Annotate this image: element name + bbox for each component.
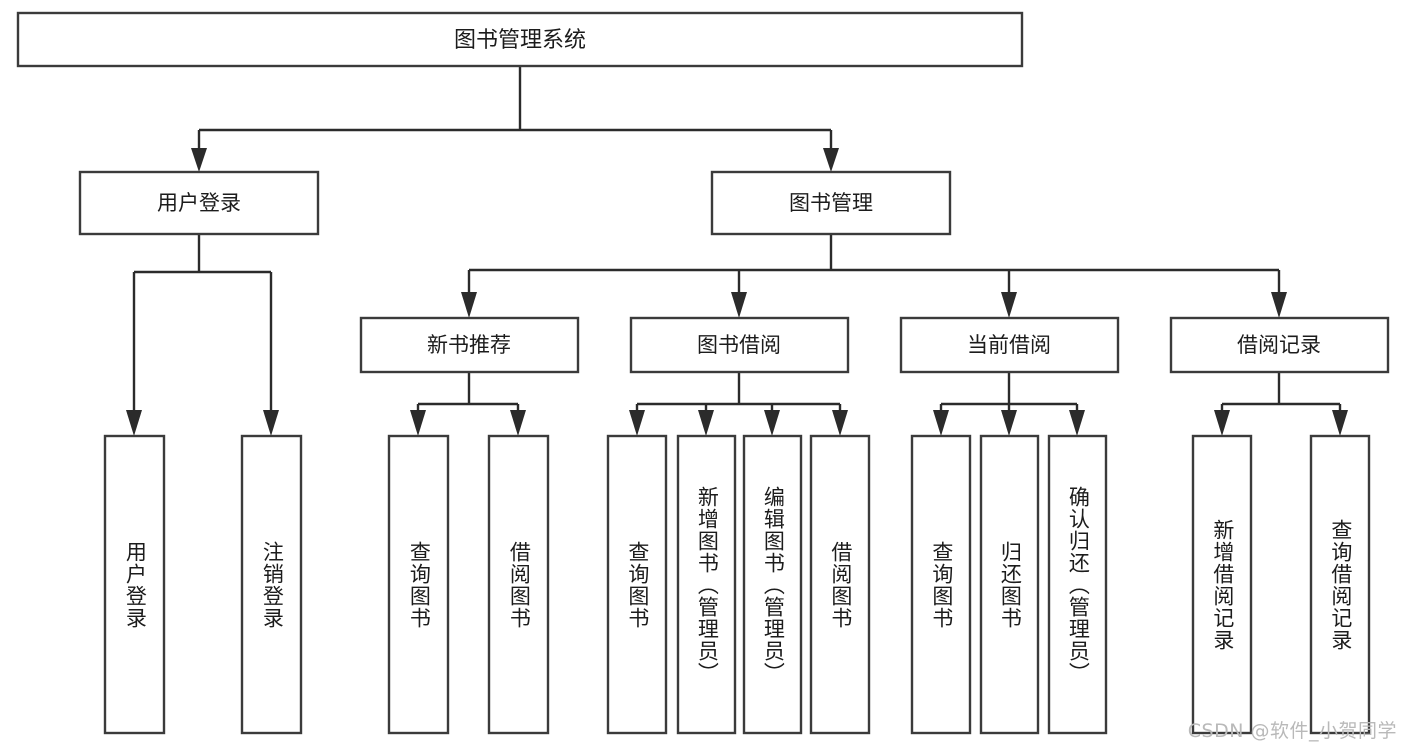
- arrowhead-new-book-rec: [461, 292, 477, 318]
- leaf-box-confirm-return[interactable]: [1047, 434, 1108, 735]
- leaf-box-add-record[interactable]: [1191, 434, 1253, 735]
- leaf-box-logout[interactable]: [240, 434, 303, 735]
- arrowhead-leaf-query-book-2: [629, 410, 645, 436]
- node-box: [899, 316, 1120, 374]
- csdn-watermark: CSDN @软件_小贺同学: [1187, 720, 1397, 742]
- arrowhead-leaf-user-login: [126, 410, 142, 436]
- arrowhead-leaf-borrow-book-1: [510, 410, 526, 436]
- connector-group-book-manage: [461, 234, 1287, 318]
- leaf-box-edit-book[interactable]: [742, 434, 803, 735]
- node-label: 图书借阅: [697, 333, 781, 357]
- node-label: 当前借阅: [967, 333, 1051, 357]
- connector-group-book-borrow: [629, 372, 848, 436]
- node-book-borrow[interactable]: 图书借阅: [629, 316, 850, 374]
- connector-group-borrow-record: [1214, 372, 1348, 436]
- arrowhead-leaf-query-book-1: [410, 410, 426, 436]
- arrowhead-user-login: [191, 148, 207, 172]
- node-box: [359, 316, 580, 374]
- arrowhead-current-borrow: [1001, 292, 1017, 318]
- arrowhead-book-manage: [823, 148, 839, 172]
- node-label: 新书推荐: [427, 333, 511, 357]
- node-current-borrow[interactable]: 当前借阅: [899, 316, 1120, 374]
- arrowhead-leaf-add-book: [698, 410, 714, 436]
- arrowhead-leaf-query-record: [1332, 410, 1348, 436]
- connector-group-root: [191, 66, 839, 172]
- connector-group-user-login: [126, 234, 279, 436]
- node-new-book-recommend[interactable]: 新书推荐: [359, 316, 580, 374]
- node-label: 图书管理系统: [454, 28, 586, 53]
- arrowhead-leaf-logout: [263, 410, 279, 436]
- leaf-box-query-book-2[interactable]: [606, 434, 668, 735]
- leaf-box-return-book[interactable]: [979, 434, 1040, 735]
- arrowhead-book-borrow: [731, 292, 747, 318]
- node-borrow-record[interactable]: 借阅记录: [1169, 316, 1390, 374]
- connector-group-current-borrow: [933, 372, 1085, 436]
- leaf-box-borrow-book-1[interactable]: [487, 434, 550, 735]
- arrowhead-borrow-record: [1271, 292, 1287, 318]
- node-box: [78, 170, 320, 236]
- leaf-box-borrow-book-2[interactable]: [809, 434, 871, 735]
- leaf-box-query-record[interactable]: [1309, 434, 1371, 735]
- connector-group-new-book-rec: [410, 372, 526, 436]
- arrowhead-leaf-borrow-book-2: [832, 410, 848, 436]
- leaf-box-query-book-3[interactable]: [910, 434, 972, 735]
- node-user-login[interactable]: 用户登录: [78, 170, 320, 236]
- node-book-management-system[interactable]: 图书管理系统: [16, 11, 1024, 68]
- node-book-manage[interactable]: 图书管理: [710, 170, 952, 236]
- node-label: 图书管理: [789, 191, 873, 215]
- node-box: [1169, 316, 1390, 374]
- leaf-box-query-book-1[interactable]: [387, 434, 450, 735]
- arrowhead-leaf-edit-book: [764, 410, 780, 436]
- node-box: [710, 170, 952, 236]
- arrowhead-leaf-query-book-3: [933, 410, 949, 436]
- leaf-box-user-login[interactable]: [103, 434, 166, 735]
- arrowhead-leaf-return-book: [1001, 410, 1017, 436]
- arrowhead-leaf-add-record: [1214, 410, 1230, 436]
- node-box: [16, 11, 1024, 68]
- node-label: 用户登录: [157, 191, 241, 215]
- node-label: 借阅记录: [1237, 333, 1321, 357]
- arrowhead-leaf-confirm-return: [1069, 410, 1085, 436]
- node-box: [629, 316, 850, 374]
- leaf-box-add-book[interactable]: [676, 434, 737, 735]
